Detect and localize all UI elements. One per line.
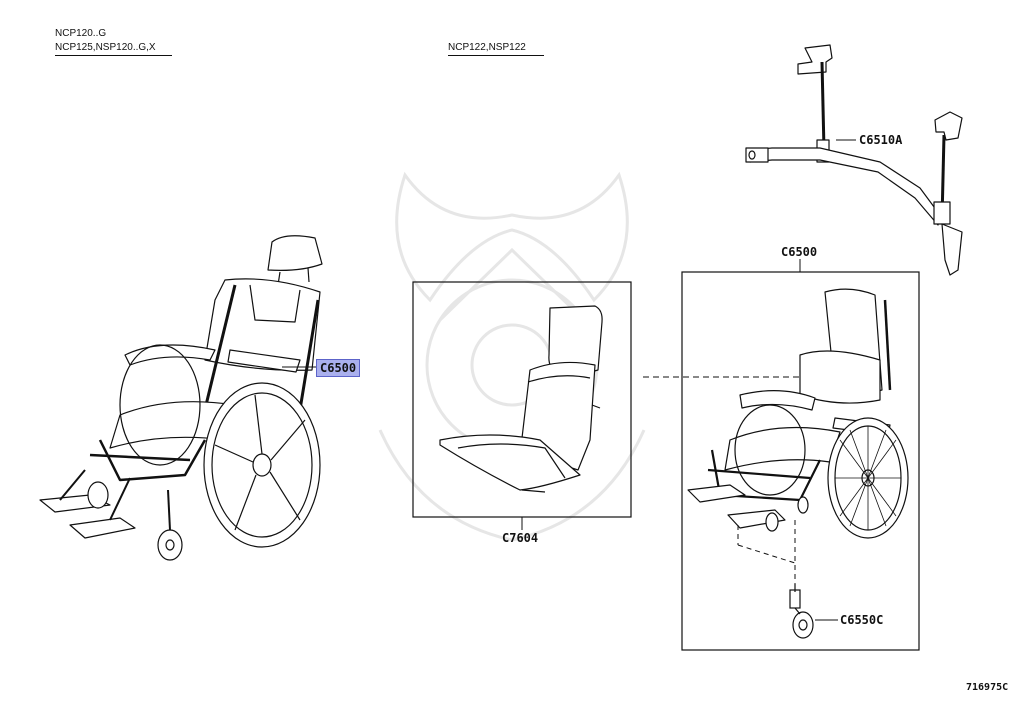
part-label-c6500[interactable]: C6500: [781, 245, 818, 259]
part-label-c6550c[interactable]: C6550C: [840, 613, 884, 627]
part-label-c6500-highlighted[interactable]: C6500: [316, 359, 361, 377]
wheelchair-right: [687, 288, 909, 539]
frame-bracket-c6510a: [745, 44, 963, 276]
header-variant-1: NCP120..G: [55, 28, 107, 39]
caster-c6550c: [789, 584, 814, 639]
wheelchair-left: [39, 235, 323, 561]
header-variant-2: NCP125,NSP120..G,X: [55, 43, 172, 56]
seat-cushion-set: [439, 305, 603, 493]
illustration-code: 716975C: [966, 682, 1009, 693]
caster-dashed-leaders: [737, 520, 796, 588]
part-label-c6510a[interactable]: C6510A: [859, 133, 903, 147]
part-label-c7604[interactable]: C7604: [502, 531, 539, 545]
header-variant-3: NCP122,NSP122: [448, 43, 544, 56]
